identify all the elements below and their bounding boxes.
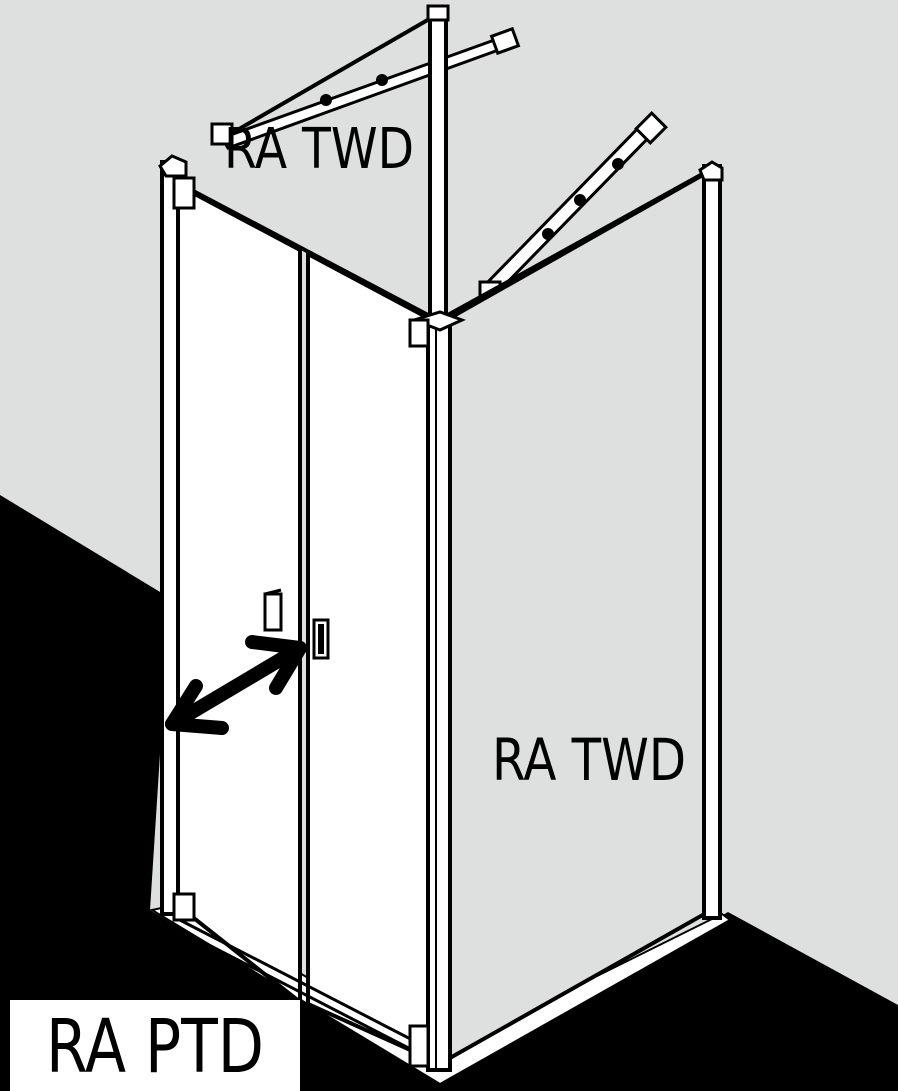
top-rail-front (179, 182, 431, 318)
front-corner-post (408, 310, 466, 1072)
door-handle-right (312, 618, 330, 660)
double-headed-arrow-icon (165, 635, 307, 735)
front-door-label: RA PTD (46, 1004, 264, 1090)
door-handle-left (263, 588, 283, 632)
door-bottom-seal (175, 916, 429, 1050)
side-panel-glass (448, 168, 710, 1062)
back-corner-post (426, 4, 450, 318)
front-door-label-box (10, 1000, 300, 1091)
side-panel-label: RA TWD (492, 726, 686, 794)
back-panel-label: RA TWD (224, 117, 414, 182)
right-wall-profile (698, 160, 724, 920)
